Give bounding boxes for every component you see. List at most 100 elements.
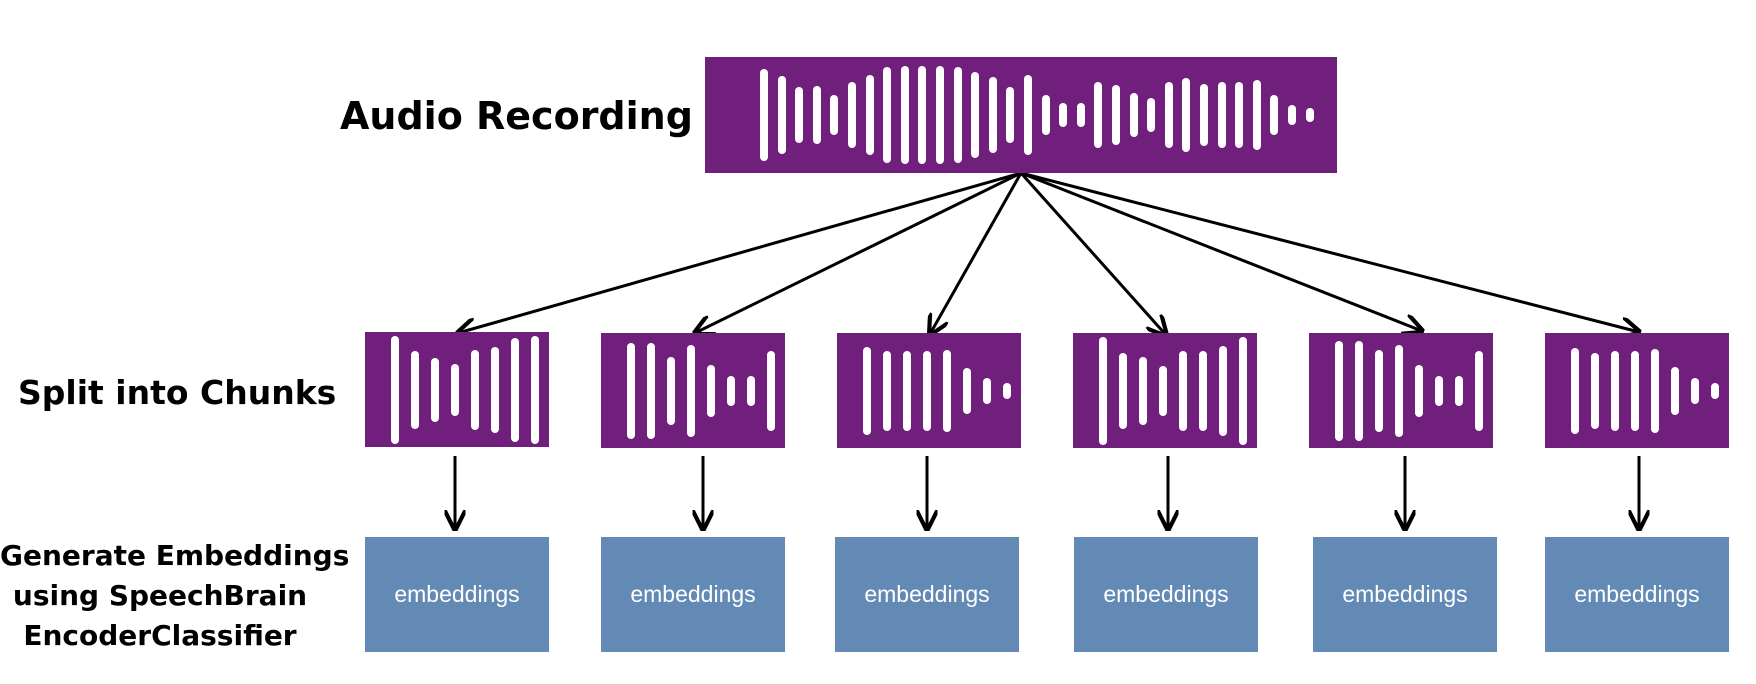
- waveform-bar: [1475, 350, 1483, 431]
- waveform-bar: [883, 67, 892, 163]
- generate-embeddings-line-1: Generate Embeddings: [0, 539, 350, 572]
- chunk-waveform-4: [1073, 333, 1257, 448]
- waveform-bar: [953, 67, 962, 163]
- waveform-bar: [1631, 350, 1639, 431]
- waveform-bar: [883, 350, 891, 431]
- waveform-bar: [1219, 345, 1227, 436]
- waveform-bar: [1571, 347, 1579, 434]
- waveform-bar: [1711, 382, 1719, 399]
- waveform-bar: [830, 95, 839, 135]
- waveform-bar: [777, 76, 786, 154]
- waveform-bar: [411, 350, 419, 429]
- waveform-bar: [1217, 82, 1226, 148]
- split-into-chunks-label: Split into Chunks: [18, 373, 337, 412]
- chunk-waveform-5: [1309, 333, 1493, 448]
- waveform-bar: [1094, 82, 1103, 148]
- waveform-bar: [431, 357, 439, 422]
- waveform-bar: [727, 375, 735, 406]
- waveform-bar: [767, 350, 775, 431]
- waveform-bar: [511, 337, 519, 442]
- embeddings-box-1: embeddings: [365, 537, 549, 652]
- waveform-bar: [1159, 365, 1167, 416]
- embeddings-box-4: embeddings: [1074, 537, 1258, 652]
- embeddings-box-6: embeddings: [1545, 537, 1729, 652]
- waveform-bar: [491, 346, 499, 433]
- waveform-bar: [1270, 95, 1279, 135]
- waveform-bar: [1164, 82, 1173, 148]
- waveform-bar: [1305, 108, 1314, 122]
- chunk-waveform-3: [837, 333, 1021, 448]
- chunk-waveform-6: [1545, 333, 1729, 448]
- waveform-bar: [1182, 78, 1191, 152]
- waveform-bar: [1235, 82, 1244, 148]
- waveform-bar: [1375, 349, 1383, 432]
- waveform-bar: [963, 367, 971, 414]
- waveform-bar: [865, 75, 874, 155]
- generate-embeddings-line-2: using SpeechBrain: [12, 579, 308, 612]
- waveform-bar: [1059, 103, 1068, 127]
- fanout-arrow-6: [1020, 171, 1639, 332]
- fanout-arrow-1: [458, 171, 1022, 333]
- chunk-waveform-2: [601, 333, 785, 448]
- waveform-bar: [1003, 382, 1011, 399]
- waveform-bar: [1691, 377, 1699, 404]
- waveform-bar: [667, 356, 675, 425]
- waveform-bar: [848, 82, 856, 148]
- waveform-bar: [1355, 340, 1363, 441]
- waveform-bar: [923, 350, 931, 431]
- audio-recording-waveform: [705, 57, 1337, 173]
- waveform-bar: [1288, 105, 1296, 125]
- waveform-bar: [1076, 103, 1085, 127]
- waveform-bar: [988, 77, 997, 153]
- fanout-arrow-3: [930, 172, 1023, 334]
- waveform-bar: [900, 66, 909, 164]
- waveform-bar: [1006, 87, 1015, 143]
- waveform-bar: [863, 346, 871, 435]
- waveform-bar: [1041, 95, 1050, 135]
- waveform-bar: [795, 87, 804, 143]
- waveform-bar: [1252, 80, 1261, 150]
- waveform-bar: [983, 377, 991, 404]
- waveform-bar: [391, 335, 399, 444]
- waveform-bar: [812, 86, 821, 144]
- waveform-bar: [1455, 375, 1463, 406]
- fanout-arrow-4: [1019, 171, 1166, 335]
- waveform-bar: [1099, 336, 1107, 445]
- waveform-bar: [1611, 350, 1619, 431]
- waveform-bar: [1179, 350, 1187, 431]
- waveform-bar: [1200, 84, 1208, 146]
- waveform-bar: [903, 350, 911, 431]
- embeddings-box-3: embeddings: [835, 537, 1019, 652]
- waveform-bar: [1435, 375, 1443, 406]
- waveform-bar: [1395, 344, 1403, 437]
- generate-embeddings-label: Generate Embeddings using SpeechBrain En…: [0, 536, 350, 656]
- waveform-bar: [1024, 75, 1032, 155]
- waveform-bar: [943, 349, 951, 432]
- waveform-bar: [1147, 98, 1156, 132]
- waveform-bar: [971, 72, 980, 158]
- waveform-bar: [1119, 352, 1127, 429]
- fanout-arrow-2: [695, 171, 1022, 333]
- waveform-bar: [1112, 85, 1120, 145]
- embeddings-box-2: embeddings: [601, 537, 785, 652]
- waveform-bar: [1415, 364, 1423, 417]
- waveform-bar: [687, 344, 695, 437]
- waveform-bar: [1335, 340, 1343, 441]
- fanout-arrow-5: [1020, 171, 1422, 331]
- waveform-bar: [1129, 93, 1138, 137]
- waveform-bar: [1139, 356, 1147, 425]
- waveform-bar: [707, 364, 715, 417]
- chunk-waveform-1: [365, 332, 549, 447]
- waveform-bar: [451, 363, 459, 416]
- waveform-bar: [918, 66, 927, 164]
- audio-recording-label: Audio Recording: [340, 94, 693, 138]
- waveform-bar: [531, 335, 539, 444]
- waveform-bar: [647, 342, 655, 439]
- waveform-bar: [936, 66, 944, 164]
- waveform-bar: [627, 342, 635, 439]
- waveform-bar: [1651, 348, 1659, 433]
- waveform-bar: [747, 375, 755, 406]
- waveform-bar: [471, 349, 479, 430]
- waveform-bar: [1591, 352, 1599, 429]
